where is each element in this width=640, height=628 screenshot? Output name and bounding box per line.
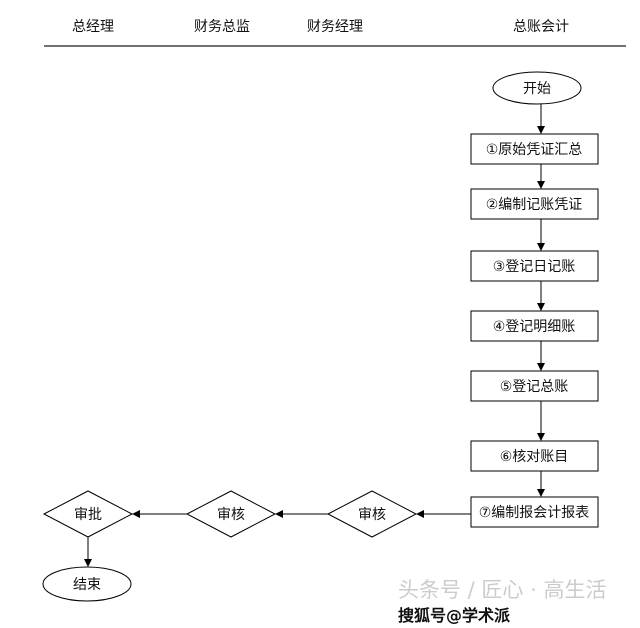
start-node [492, 71, 582, 105]
lane-header: 财务总监 [194, 19, 250, 35]
decision-label: 审核 [217, 507, 245, 523]
process-step-label: ⑤登记总账 [500, 379, 569, 395]
lane-header: 财务经理 [307, 19, 363, 35]
decision-approve [42, 490, 134, 538]
end-node [42, 566, 132, 602]
lane-header: 总经理 [72, 19, 114, 35]
process-steps: ①原始凭证汇总 ②编制记账凭证 ③登记日记账 ④登记明细账 ⑤登记总账 ⑥核对账目 ⑦编制报… [470, 133, 599, 528]
lane-header: 总账会计 [513, 19, 569, 35]
start-label: 开始 [523, 81, 551, 97]
process-step-label: ④登记明细账 [493, 319, 576, 335]
process-step-box [470, 370, 599, 402]
process-step-label: ①原始凭证汇总 [486, 142, 583, 158]
process-step-box [470, 133, 599, 165]
decision-label: 审批 [74, 507, 102, 523]
process-step-label: ⑥核对账目 [500, 449, 569, 465]
end-label: 结束 [73, 577, 101, 593]
process-step-box [470, 440, 599, 472]
process-step-label: ③登记日记账 [493, 259, 576, 275]
watermark: 头条号 / 匠心 · 高生活 [398, 578, 607, 602]
decision-review-director [185, 490, 277, 538]
decision-label: 审核 [358, 507, 386, 523]
process-step-box [470, 496, 599, 528]
process-step-label: ⑦编制报会计报表 [479, 505, 590, 521]
process-step-box [470, 188, 599, 220]
process-step-box [470, 310, 599, 342]
process-step-label: ②编制记账凭证 [486, 197, 583, 213]
watermark-overlay: 搜狐号@学术派 [398, 606, 511, 625]
process-step-box [470, 250, 599, 282]
flow-arrows [84, 104, 545, 567]
decision-review-manager [326, 490, 418, 538]
